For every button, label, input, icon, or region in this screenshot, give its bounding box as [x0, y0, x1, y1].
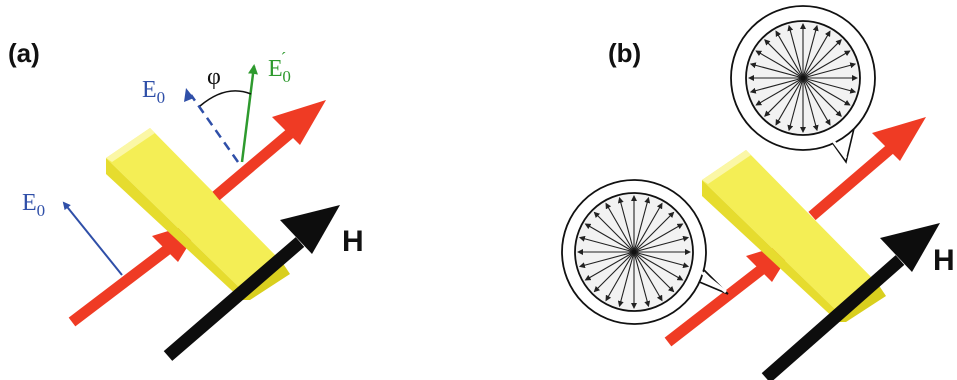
dashed-e0-label: E0 [142, 77, 165, 107]
input-e0-label: E0 [22, 190, 45, 220]
output-polarization-rays [749, 24, 857, 132]
polarization-bubble-input [562, 180, 728, 324]
field-h-label-a: H [342, 225, 364, 258]
polarization-ray-input-center [632, 250, 637, 255]
angle-phi-label: φ [207, 64, 221, 90]
input-polarization-vector: E0 [22, 190, 122, 275]
input-polarization-rays [578, 196, 690, 308]
panel-b-label: (b) [608, 38, 641, 68]
polarization-bubble-output [731, 6, 875, 162]
panel-a: (a) E0 H [8, 38, 364, 356]
panel-a-label: (a) [8, 38, 40, 68]
rotation-angle: φ [200, 64, 251, 106]
field-h-label-b: H [933, 244, 955, 277]
polarization-ray-output-center [801, 76, 806, 81]
panel-b: (b) H [562, 6, 955, 378]
outgoing-beam-a [216, 100, 326, 196]
rotated-e0-label: E´0 [268, 49, 291, 86]
